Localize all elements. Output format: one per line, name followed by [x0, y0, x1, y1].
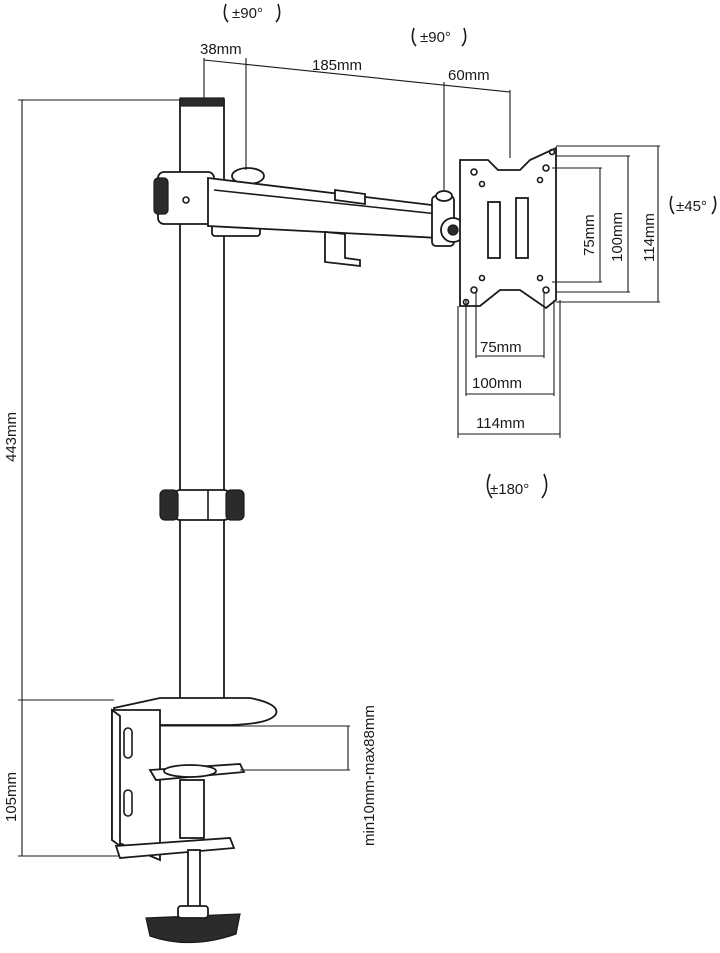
rotation-label-bottom: ±180° [490, 481, 529, 498]
rotation-arrow-top-left [223, 3, 281, 23]
dim-label-clamp-height: 105mm [3, 772, 20, 822]
dim-label-vesa-w-100: 100mm [472, 375, 522, 392]
dim-label-60mm: 60mm [448, 67, 490, 84]
desk-clamp [111, 708, 246, 944]
dim-label-185mm: 185mm [312, 57, 362, 74]
dim-label-38mm: 38mm [200, 41, 242, 58]
rotation-label-top-mid: ±90° [420, 29, 451, 46]
height-collar [159, 489, 245, 521]
arm-bar [207, 176, 441, 268]
dim-label-height: 443mm [3, 412, 20, 462]
tilt-head [431, 190, 466, 247]
rotation-label-top-left: ±90° [232, 5, 263, 22]
rotation-label-right: ±45° [676, 198, 707, 215]
arm-joint [153, 167, 265, 237]
dim-label-vesa-h-114: 114mm [641, 213, 658, 262]
dim-label-vesa-w-114: 114mm [476, 415, 525, 432]
vesa-plate [459, 146, 557, 310]
dim-label-desk-thickness: min10mm-max88mm [361, 705, 378, 846]
dim-label-vesa-h-100: 100mm [609, 212, 626, 262]
rotation-arrow-bottom [486, 473, 548, 499]
dimension-lines [18, 58, 660, 857]
rotation-arrow-right [669, 195, 717, 215]
dim-label-vesa-h-75: 75mm [581, 214, 598, 256]
dim-label-vesa-w-75: 75mm [480, 339, 522, 356]
rotation-arrow-top-mid [411, 27, 467, 47]
